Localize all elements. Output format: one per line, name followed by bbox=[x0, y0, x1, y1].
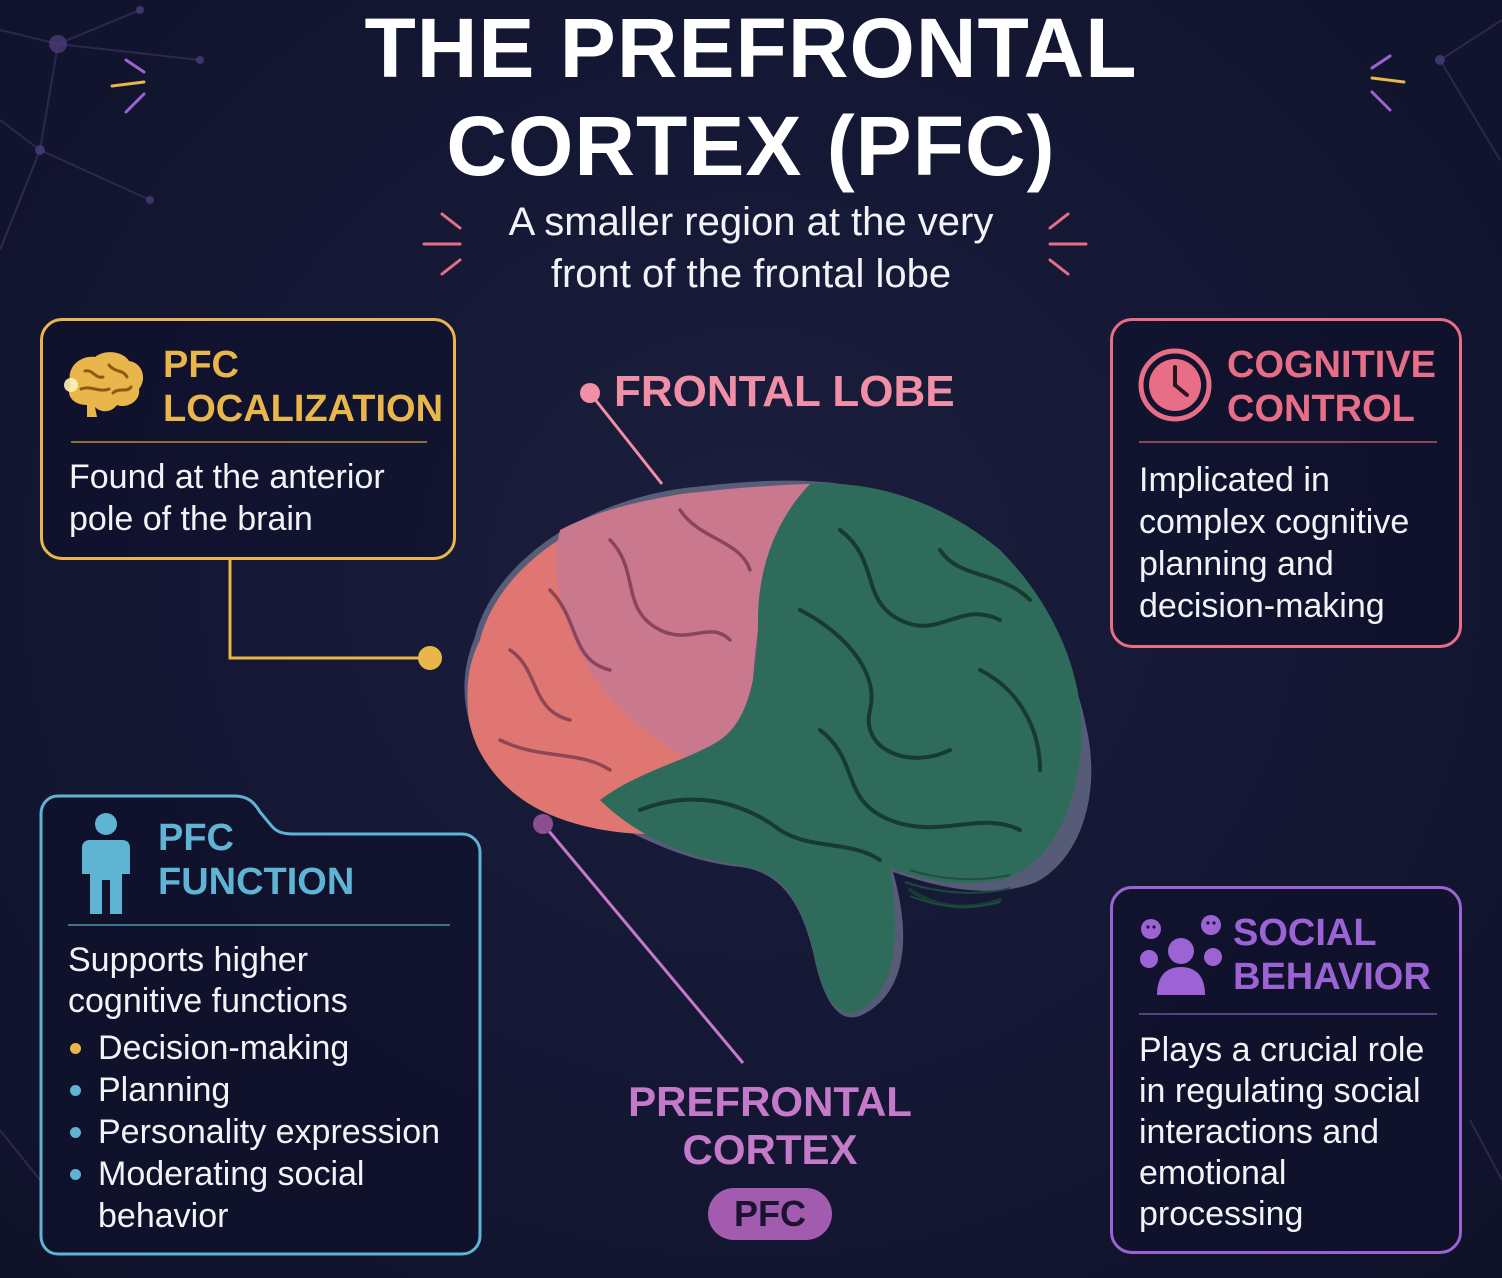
card-title: COGNITIVE bbox=[1227, 344, 1437, 386]
card-divider bbox=[1139, 441, 1437, 443]
group-icon bbox=[1140, 915, 1222, 995]
card-text: processing bbox=[1139, 1195, 1304, 1233]
list-item: Decision-making bbox=[68, 1027, 478, 1069]
function-card-frame bbox=[39, 794, 482, 1256]
clock-icon bbox=[1138, 348, 1212, 422]
list-item: Moderating social bbox=[68, 1153, 478, 1195]
list-item-continued: behavior bbox=[98, 1197, 229, 1235]
bullet-icon bbox=[70, 1043, 81, 1054]
brain-icon bbox=[64, 352, 144, 417]
card-text: planning and bbox=[1139, 545, 1334, 583]
card-text: emotional bbox=[1139, 1154, 1287, 1192]
page-title: THE PREFRONTAL bbox=[364, 1, 1138, 95]
card-divider bbox=[68, 924, 450, 926]
page-subtitle: front of the frontal lobe bbox=[550, 252, 952, 296]
list-item: Planning bbox=[68, 1069, 478, 1111]
bullet-icon bbox=[70, 1085, 81, 1096]
card-text: in regulating social bbox=[1139, 1072, 1421, 1110]
frontal-lobe-label: FRONTAL LOBE bbox=[614, 367, 955, 416]
prefrontal-cortex-label: CORTEX bbox=[682, 1126, 858, 1173]
bullet-icon bbox=[70, 1127, 81, 1138]
card-title: SOCIAL bbox=[1233, 912, 1377, 954]
function-list: Decision-making Planning Personality exp… bbox=[68, 1027, 478, 1237]
card-text: Supports higher bbox=[68, 941, 309, 979]
card-text: pole of the brain bbox=[69, 500, 313, 538]
bullet-icon bbox=[70, 1169, 81, 1180]
sparkle-icon bbox=[110, 58, 146, 114]
page-title: CORTEX (PFC) bbox=[446, 99, 1056, 193]
social-behavior-card: SOCIAL BEHAVIOR Plays a crucial role in … bbox=[1110, 886, 1462, 1254]
card-title: BEHAVIOR bbox=[1233, 956, 1431, 998]
person-icon bbox=[82, 813, 130, 914]
page-subtitle: A smaller region at the very bbox=[508, 200, 994, 244]
card-divider bbox=[71, 441, 427, 443]
sparkle-icon bbox=[1048, 212, 1088, 276]
card-text: cognitive functions bbox=[68, 982, 348, 1020]
localization-card: PFC LOCALIZATION Found at the anterior p… bbox=[40, 318, 456, 560]
sparkle-icon bbox=[422, 212, 462, 276]
card-title: LOCALIZATION bbox=[163, 388, 444, 430]
card-title: PFC bbox=[163, 344, 239, 386]
card-title: PFC bbox=[158, 817, 234, 859]
function-card: PFC FUNCTION Supports higher cognitive f… bbox=[40, 794, 482, 1256]
card-text: decision-making bbox=[1139, 587, 1385, 625]
card-text: Found at the anterior bbox=[69, 458, 385, 496]
pfc-badge: PFC bbox=[708, 1188, 832, 1240]
card-text: interactions and bbox=[1139, 1113, 1380, 1151]
card-text: Plays a crucial role bbox=[1139, 1031, 1425, 1069]
cognitive-control-card: COGNITIVE CONTROL Implicated in complex … bbox=[1110, 318, 1462, 648]
brain-illustration bbox=[464, 480, 1092, 1018]
list-item: Personality expression bbox=[68, 1111, 478, 1153]
card-title: FUNCTION bbox=[158, 861, 355, 903]
prefrontal-cortex-label: PREFRONTAL bbox=[628, 1078, 912, 1125]
card-divider bbox=[1139, 1013, 1437, 1015]
card-text: Implicated in bbox=[1139, 461, 1330, 499]
card-title: CONTROL bbox=[1227, 388, 1415, 430]
card-text: complex cognitive bbox=[1139, 503, 1410, 541]
sparkle-icon bbox=[1370, 54, 1406, 112]
